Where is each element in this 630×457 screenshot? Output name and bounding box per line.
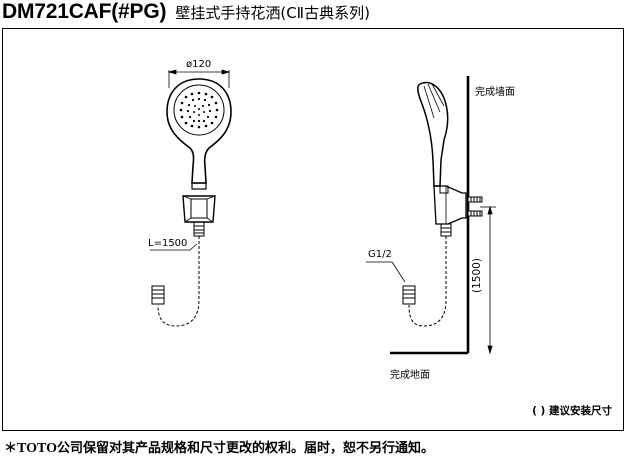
floor-label: 完成地面: [390, 370, 430, 381]
side-shower-head: [417, 81, 449, 187]
product-description: 壁挂式手持花洒(CⅡ古典系列): [175, 4, 370, 22]
diameter-label: ø120: [186, 59, 212, 70]
front-view: [150, 69, 232, 327]
spray-face: [173, 84, 225, 136]
hose-end-nut: [151, 285, 165, 305]
side-view: [366, 76, 496, 355]
footer-note: ＊TOTO公司保留对其产品规格和尺寸更改的权利。届时，恕不另行通知。: [4, 437, 434, 457]
hose-dashed: [157, 236, 200, 327]
height-dimension: [480, 205, 496, 355]
spray-nozzles: [179, 91, 219, 129]
wall-screws: [467, 196, 483, 217]
side-bracket: [433, 185, 467, 225]
legend: ( ) 建议安装尺寸: [532, 405, 612, 417]
height-label: (1500): [471, 258, 483, 293]
side-hose-dashed: [408, 236, 447, 327]
hose-coupling: [193, 221, 205, 237]
diameter-dimension: [167, 69, 231, 88]
wall-label: 完成墙面: [475, 87, 515, 98]
page-title: DM721CAF(#PG) 壁挂式手持花洒(CⅡ古典系列): [2, 0, 370, 26]
drawing-frame: [2, 28, 624, 431]
side-hose-coupling: [440, 223, 452, 237]
footer-brand: TOTO: [17, 441, 57, 456]
shower-head-outline: [166, 78, 232, 184]
model-number: DM721CAF(#PG): [2, 0, 167, 23]
hose-length-label: L=1500: [148, 238, 188, 249]
side-hose-end-nut: [402, 285, 416, 305]
footer-text: 公司保留对其产品规格和尺寸更改的权利。届时，恕不另行通知。: [56, 441, 434, 456]
thread-label: G1/2: [368, 249, 392, 260]
footer-star: ＊: [4, 441, 18, 456]
